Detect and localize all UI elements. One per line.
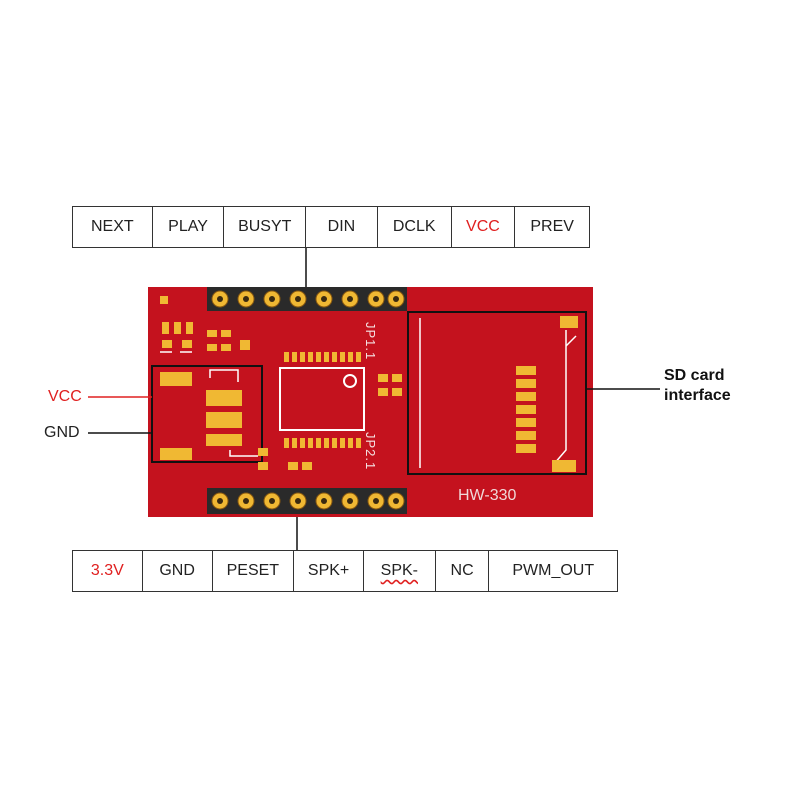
power-section-box <box>151 365 263 463</box>
gnd-label: GND <box>44 424 80 441</box>
bottom-header-pins <box>211 492 405 510</box>
chip-pins-bottom <box>284 438 361 448</box>
pin-gnd: GND <box>143 551 213 591</box>
jp1-silkscreen: JP1.1 <box>363 322 378 361</box>
pin-din: DIN <box>306 207 378 247</box>
smd-components-right <box>378 374 402 396</box>
pin-vcc: VCC <box>452 207 516 247</box>
bottom-pin-labels: 3.3V GND PESET SPK+ SPK- NC PWM_OUT <box>72 550 618 592</box>
sd-slot-outline <box>419 318 567 468</box>
pin-busyt: BUSYT <box>224 207 307 247</box>
pin-peset: PESET <box>213 551 295 591</box>
pin-spk-minus: SPK- <box>364 551 436 591</box>
board-model-label: HW-330 <box>458 487 517 504</box>
pin-3v3: 3.3V <box>73 551 143 591</box>
top-pin-labels: NEXT PLAY BUSYT DIN DCLK VCC PREV <box>72 206 590 248</box>
pin-nc: NC <box>436 551 490 591</box>
pin-spk-minus-text: SPK- <box>380 562 418 579</box>
pin-dclk: DCLK <box>378 207 452 247</box>
sd-label-line1: SD card <box>664 367 725 384</box>
sd-label-line2: interface <box>664 387 731 404</box>
chip-pins-top <box>284 352 361 362</box>
regulator-pads <box>160 372 268 470</box>
pin-play: PLAY <box>153 207 225 247</box>
pin-pwm-out: PWM_OUT <box>512 562 595 579</box>
pin-prev: PREV <box>530 218 574 235</box>
chip-pin1-marker <box>343 374 357 388</box>
pin-spk-plus: SPK+ <box>294 551 364 591</box>
pin-next: NEXT <box>73 207 153 247</box>
sd-card-contacts <box>516 316 578 472</box>
vcc-label: VCC <box>48 388 82 405</box>
jp2-silkscreen: JP2.1 <box>363 432 378 471</box>
main-chip-outline <box>279 367 365 431</box>
sd-card-box <box>407 311 587 475</box>
board-mount-hole <box>160 296 168 304</box>
smd-components-left <box>162 322 250 351</box>
sd-card-interface-label: SD card interface <box>664 366 731 406</box>
